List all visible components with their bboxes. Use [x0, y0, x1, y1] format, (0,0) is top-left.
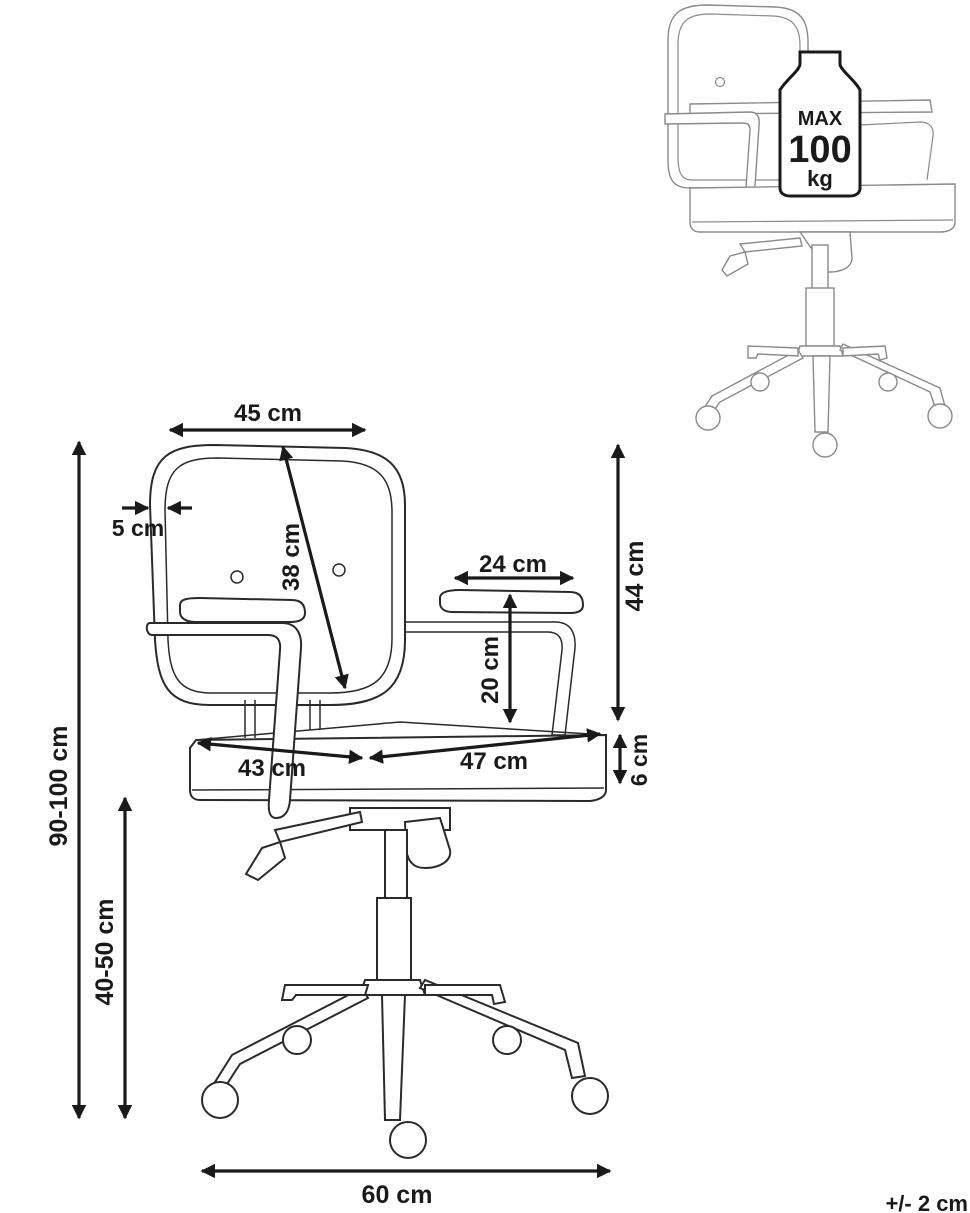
- dimension-labels: 45 cm 5 cm 38 cm 24 cm 20 cm 44 cm 43 cm…: [45, 400, 968, 1213]
- weight-line-max: MAX: [798, 108, 843, 130]
- label-armrest-length: 24 cm: [479, 551, 547, 578]
- label-width-top: 45 cm: [234, 400, 302, 427]
- weight-line-unit: kg: [807, 166, 833, 191]
- arrow-seat-depth: [196, 737, 364, 764]
- label-total-height: 90-100 cm: [45, 726, 73, 847]
- arrow-seat-width: [368, 728, 602, 764]
- max-weight-tag: MAX 100 kg: [778, 50, 862, 198]
- arrow-backrest-height: [279, 445, 349, 690]
- label-back-total-height: 44 cm: [621, 541, 649, 612]
- label-base-width: 60 cm: [362, 1181, 433, 1209]
- dimension-arrows: [71, 422, 628, 1179]
- small-chair-drawing: [664, 4, 956, 458]
- weight-line-value: 100: [788, 129, 851, 171]
- label-tolerance: +/- 2 cm: [885, 1191, 968, 1213]
- label-seat-thickness: 6 cm: [626, 734, 652, 786]
- label-seat-width: 47 cm: [460, 748, 528, 775]
- label-back-thickness: 5 cm: [112, 515, 164, 541]
- label-seat-depth: 43 cm: [238, 755, 306, 782]
- label-seat-height: 40-50 cm: [91, 898, 119, 1005]
- label-armrest-height: 20 cm: [477, 636, 504, 704]
- label-backrest-height: 38 cm: [278, 523, 305, 591]
